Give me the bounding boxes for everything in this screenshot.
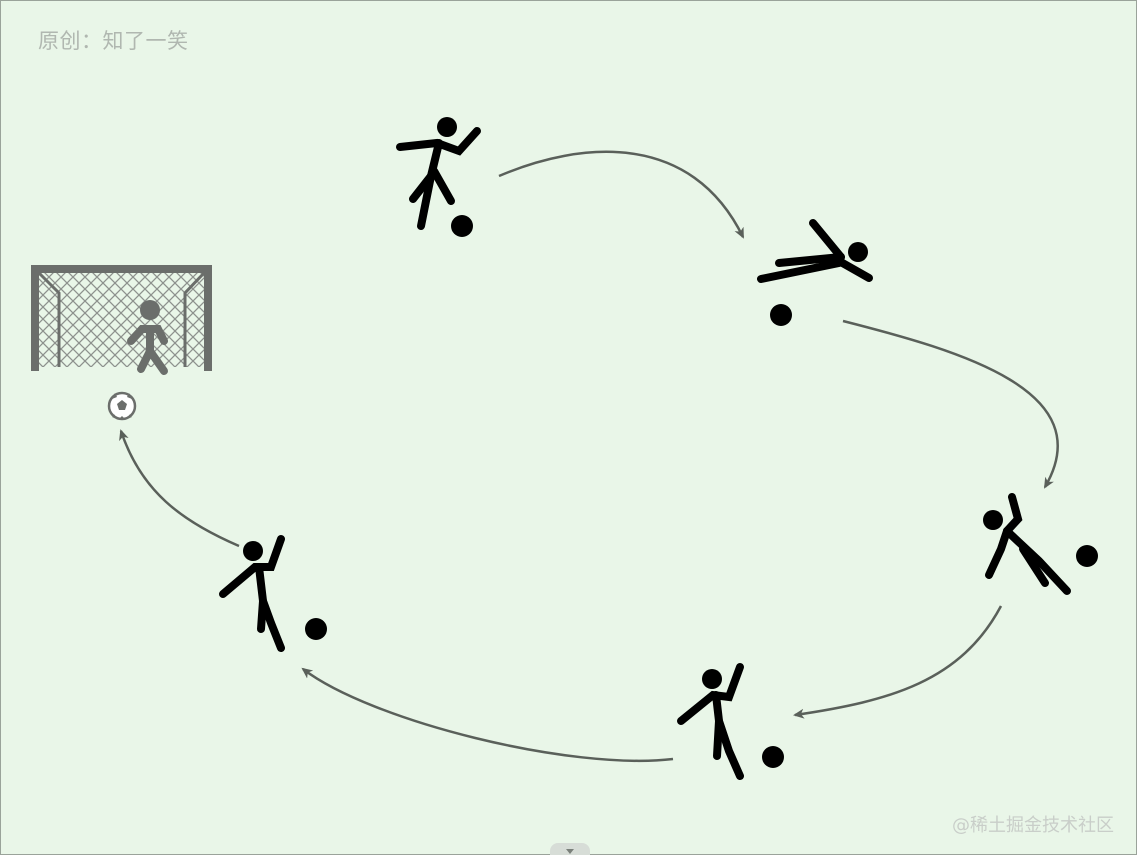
arrow-bottom-to-left bbox=[301, 667, 674, 763]
ball-icon bbox=[1076, 545, 1098, 567]
soccer-ball-icon bbox=[107, 391, 137, 421]
kicking-player-icon bbox=[219, 535, 285, 652]
kicking-player-icon bbox=[677, 663, 744, 780]
ball-icon bbox=[451, 215, 473, 237]
arrow-right-to-bottom bbox=[793, 605, 1003, 719]
arrow-diving-to-right bbox=[842, 319, 1059, 489]
collapse-toggle[interactable] bbox=[550, 843, 590, 855]
arrow-left-to-goal bbox=[119, 429, 240, 548]
watermark-text: @稀土掘金技术社区 bbox=[952, 815, 1114, 836]
goalkeeper-icon bbox=[127, 300, 168, 375]
arrow-top-to-diving bbox=[498, 150, 745, 239]
kicking-player-icon bbox=[983, 493, 1071, 595]
diving-player-icon bbox=[757, 219, 873, 283]
ball-icon bbox=[762, 746, 784, 768]
credit-text: 原创：知了一笑 bbox=[38, 29, 189, 53]
ball-icon bbox=[305, 618, 327, 640]
ball-icon bbox=[770, 304, 792, 326]
goal-net-icon bbox=[31, 265, 212, 371]
kicking-player-icon bbox=[396, 117, 481, 230]
